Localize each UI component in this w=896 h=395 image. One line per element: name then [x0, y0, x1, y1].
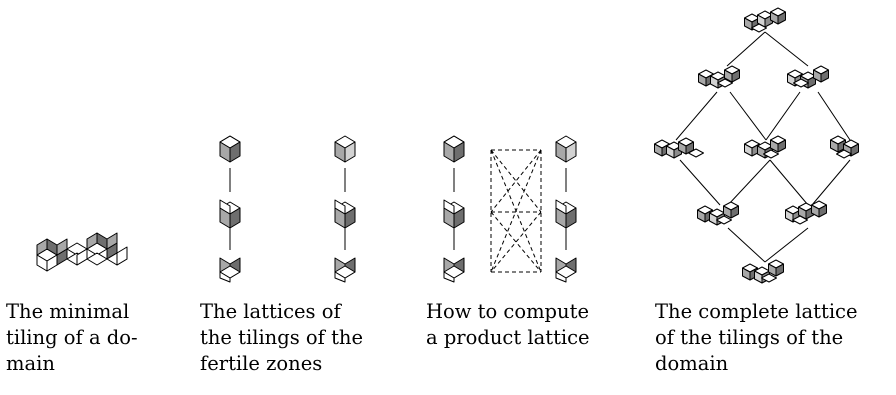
- caption-product-lattice: How to compute a product lattice: [426, 299, 596, 351]
- caption-line: How to compute: [426, 300, 589, 323]
- caption-line: the tilings of the: [200, 326, 364, 349]
- panel-product-lattice: [443, 135, 577, 283]
- caption-line: domain: [655, 352, 729, 375]
- caption-line: main: [6, 352, 55, 375]
- panel-complete-lattice: [675, 31, 851, 263]
- caption-line: The lattices of: [200, 300, 341, 323]
- caption-line: tiling of a do-: [6, 326, 138, 349]
- panel-minimal-tiling: [36, 232, 128, 272]
- figure: [36, 7, 859, 284]
- caption-complete-lattice: The complete lattice of the tilings of t…: [655, 299, 895, 377]
- caption-line: of the tilings of the: [655, 326, 844, 349]
- complete-lattice-nodes: [654, 7, 859, 284]
- panel-fertile-lattices: [219, 135, 356, 283]
- caption-line: a product lattice: [426, 326, 590, 349]
- caption-fertile-lattices: The lattices of the tilings of the ferti…: [200, 299, 376, 377]
- caption-line: fertile zones: [200, 352, 323, 375]
- caption-minimal-tiling: The minimal tiling of a do- main: [6, 299, 166, 377]
- caption-line: The complete lattice: [655, 300, 858, 323]
- caption-line: The minimal: [6, 300, 130, 323]
